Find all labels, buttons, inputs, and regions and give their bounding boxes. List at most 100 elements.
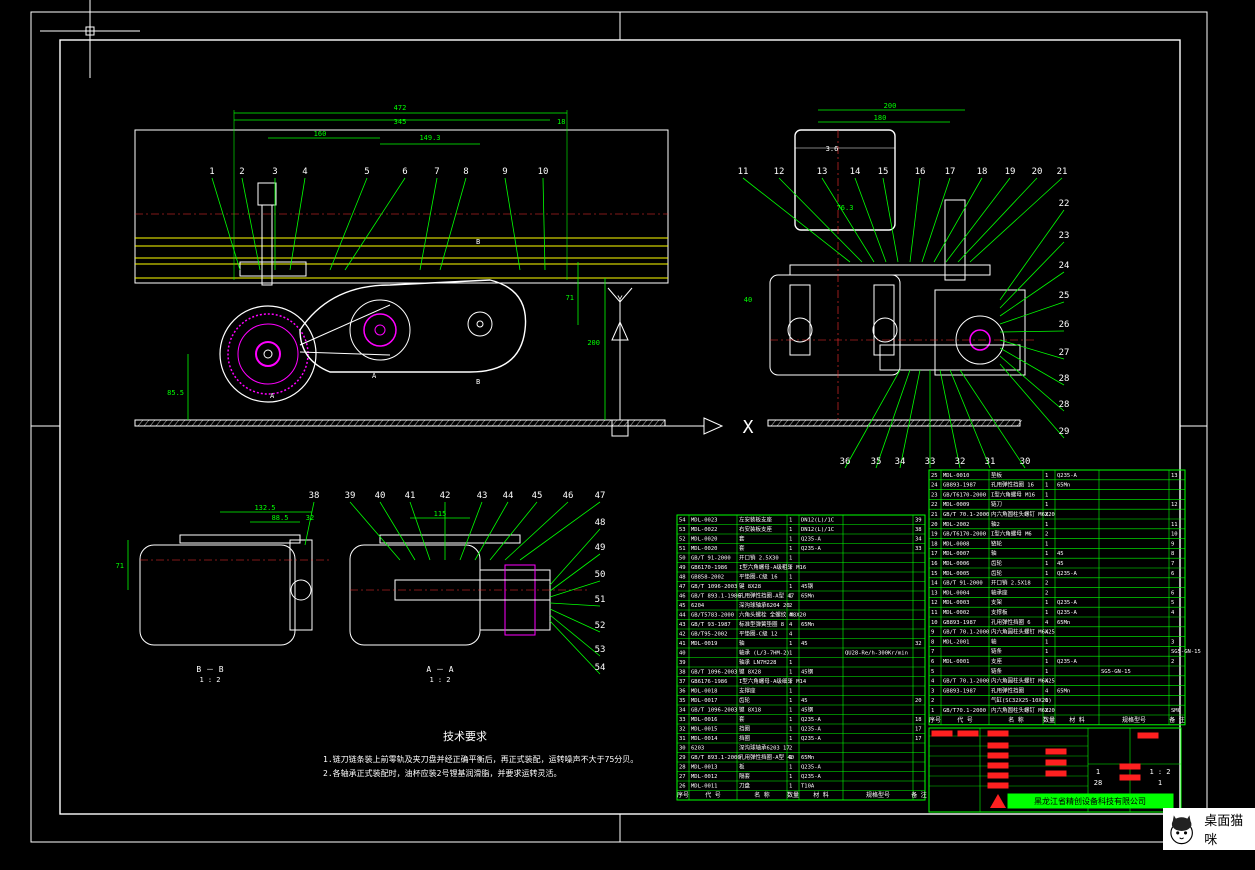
bom-cell: 4 [789, 622, 793, 628]
sprocket-hub [374, 324, 386, 336]
balloon-number: 12 [774, 167, 785, 177]
floor-hatch-line [149, 419, 156, 427]
bom-cell: 1 [789, 679, 792, 685]
balloon-number: 24 [1059, 261, 1070, 271]
floor-hatch-line [818, 419, 825, 427]
floor-hatch-line [455, 419, 462, 427]
balloon-number: 18 [977, 167, 988, 177]
hub [255, 341, 281, 367]
balloon-number: 5 [364, 167, 369, 177]
floor-hatch-line [521, 419, 528, 427]
leader-line [419, 177, 438, 271]
dim-text: 18 [557, 118, 565, 126]
section-mark: B [476, 378, 480, 386]
bom-cell: 1 [1045, 649, 1048, 655]
floor-hatch-line [908, 419, 915, 427]
leader-line [211, 177, 241, 271]
bom-header-cell: 材 料 [1069, 716, 1085, 724]
bom-cell: 1 [789, 556, 792, 562]
gear-housing [934, 289, 1026, 376]
dim-text: 472 [394, 104, 407, 112]
bom-cell: 键 8X28 [739, 668, 761, 676]
bom-cell: 1 [789, 565, 792, 571]
balloon-number: 10 [538, 167, 549, 177]
floor-hatch-line [395, 419, 402, 427]
rail-housing-outline [134, 129, 669, 284]
floor-hatch-line [545, 419, 552, 427]
leader-line [999, 339, 1065, 360]
balloon-number: 38 [309, 491, 320, 501]
notes-line: 1.链刀链条装上前零轨及夹刀盘并经正确平衡后，再正式装配，运转噪声不大于75分贝… [323, 754, 638, 764]
b-section-plate [179, 534, 301, 544]
floor-hatch-line [269, 419, 276, 427]
bom-cell: GB/T 70.1-2000 [943, 630, 989, 636]
dim-text: 160 [314, 130, 327, 138]
bom-cell: 4 [1045, 688, 1049, 694]
bom-cell: MDL-0011 [691, 784, 718, 790]
floor-hatch-line [335, 419, 342, 427]
floor-hatch-line [974, 419, 981, 427]
floor-hatch-line [185, 419, 192, 427]
bom-cell: MDL-0018 [691, 689, 718, 695]
bom-cell: MDL-0009 [943, 502, 970, 508]
bom-cell: 12 [931, 600, 938, 606]
balloon-number: 29 [1059, 427, 1070, 437]
bom-cell: GB/T 1096-2003 [691, 584, 737, 590]
beam-section [794, 129, 896, 231]
floor-hatch-line [383, 419, 390, 427]
bom-cell: 52 [679, 537, 686, 543]
bom-cell: 8 [931, 639, 934, 645]
leader-line [999, 355, 1065, 412]
floor-hatch-line [581, 419, 588, 427]
bom-cell: 5 [931, 669, 934, 675]
bom-cell: 左安装板支座 [739, 516, 773, 524]
bom-cell: GB/T95-2002 [691, 632, 727, 638]
floor-hatch-line [860, 419, 867, 427]
bom-cell: 45 [679, 603, 686, 609]
floor-hatch-line [251, 419, 258, 427]
gear-ring [227, 313, 309, 395]
redacted-block [1045, 748, 1067, 755]
leader-line [289, 177, 306, 271]
bom-cell: 65Mn [801, 594, 814, 600]
notes-title: 技术要求 [443, 730, 487, 743]
bom-cell: 孔用弹性挡圈 16 [991, 481, 1034, 489]
company-logo-icon [990, 794, 1006, 808]
bom-cell: MDL-0004 [943, 590, 970, 596]
bom-cell: 44 [679, 613, 686, 619]
leader-line [959, 369, 1026, 469]
bom-cell: Q235-A [801, 546, 822, 552]
leader-line [999, 363, 1065, 439]
bom-cell: Q235-A [1057, 659, 1078, 665]
bom-cell: 14 [931, 581, 938, 587]
bom-cell: 内六角圆柱头螺钉 M6X20 [991, 706, 1055, 714]
view-arrow-head [611, 320, 629, 341]
bom-cell: 1 [1045, 561, 1048, 567]
bom-cell: 45 [1057, 551, 1064, 557]
b-section-gear [289, 539, 313, 631]
bom-cell: 链轮 [991, 539, 1003, 547]
floor-hatch-line [944, 419, 951, 427]
bom-cell: 33 [679, 717, 686, 723]
redacted-block [1045, 770, 1067, 777]
bom-cell: 支撑板 [991, 608, 1008, 616]
chain-sprocket [349, 299, 411, 361]
bom-cell: 7 [1171, 561, 1174, 567]
widget-label: 桌面猫咪 [1204, 814, 1244, 848]
bom-cell: 1 [789, 660, 792, 666]
drawing-layer [127, 109, 1186, 813]
floor-hatch-line [812, 419, 819, 427]
bom-header-cell: 规格型号 [1122, 716, 1146, 724]
leader-line [549, 620, 601, 675]
bom-cell: 9 [1171, 541, 1174, 547]
balloon-number: 53 [595, 645, 606, 655]
leader-line [742, 177, 851, 263]
leader-line [519, 501, 601, 561]
desktop-cat-widget[interactable]: 桌面猫咪 [1163, 808, 1255, 850]
balloon-number: 52 [595, 621, 606, 631]
title-block-sheet: 1 [1096, 768, 1100, 776]
bom-cell: 6 [931, 659, 934, 665]
bom-cell: 内六角圆柱头螺钉 M6X25 [991, 628, 1055, 636]
bom-cell: 43 [679, 622, 686, 628]
